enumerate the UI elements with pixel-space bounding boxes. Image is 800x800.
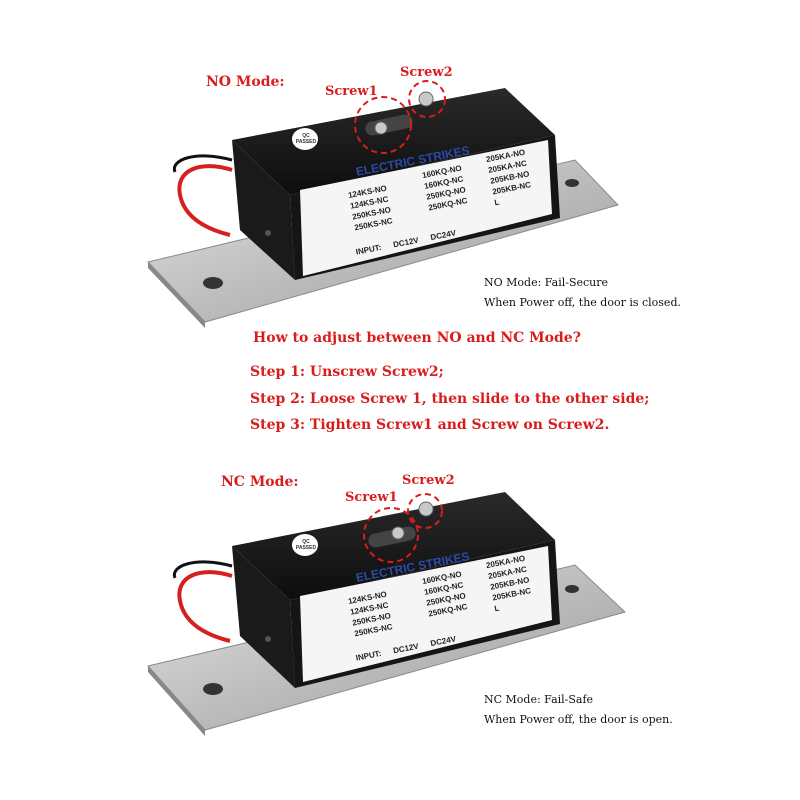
instructions-step2: Step 2: Loose Screw 1, then slide to the… [250,391,650,407]
instructions-step3: Step 3: Tighten Screw1 and Screw on Scre… [250,417,610,433]
no-mode-screw2-label: Screw2 [400,65,453,80]
nc-mode-qc-badge: QC PASSED [295,539,317,551]
nc-mode-title: NC Mode: [221,474,299,490]
nc-mode-device-illustration [0,400,800,800]
no-mode-caption-line2: When Power off, the door is closed. [484,296,681,309]
nc-mode-caption-line1: NC Mode: Fail-Safe [484,693,594,706]
nc-mode-caption-line2: When Power off, the door is open. [484,713,673,726]
no-mode-caption-line1: NO Mode: Fail-Secure [484,276,609,289]
nc-mode-screw2-label: Screw2 [402,473,455,488]
nc-mode-device-image [147,492,626,736]
no-mode-title: NO Mode: [206,74,285,90]
no-mode-qc-badge: QC PASSED [295,133,317,145]
nc-mode-screw1-label: Screw1 [345,490,398,505]
nc-mode-model-col2: 160KQ-NO 160KQ-NC 250KQ-NO 250KQ-NC [421,569,469,620]
no-mode-model-col2: 160KQ-NO 160KQ-NC 250KQ-NO 250KQ-NC [421,163,469,214]
no-mode-screw1-label: Screw1 [325,84,378,99]
no-mode-model-col1: 124KS-NO 124KS-NC 250KS-NO 250KS-NC [347,183,394,234]
no-mode-device-illustration [147,80,619,328]
no-mode-device-image [147,80,619,328]
instructions-step1: Step 1: Unscrew Screw2; [250,364,444,380]
nc-mode-model-col1: 124KS-NO 124KS-NC 250KS-NO 250KS-NC [347,589,394,640]
instructions-question: How to adjust between NO and NC Mode? [253,330,581,346]
